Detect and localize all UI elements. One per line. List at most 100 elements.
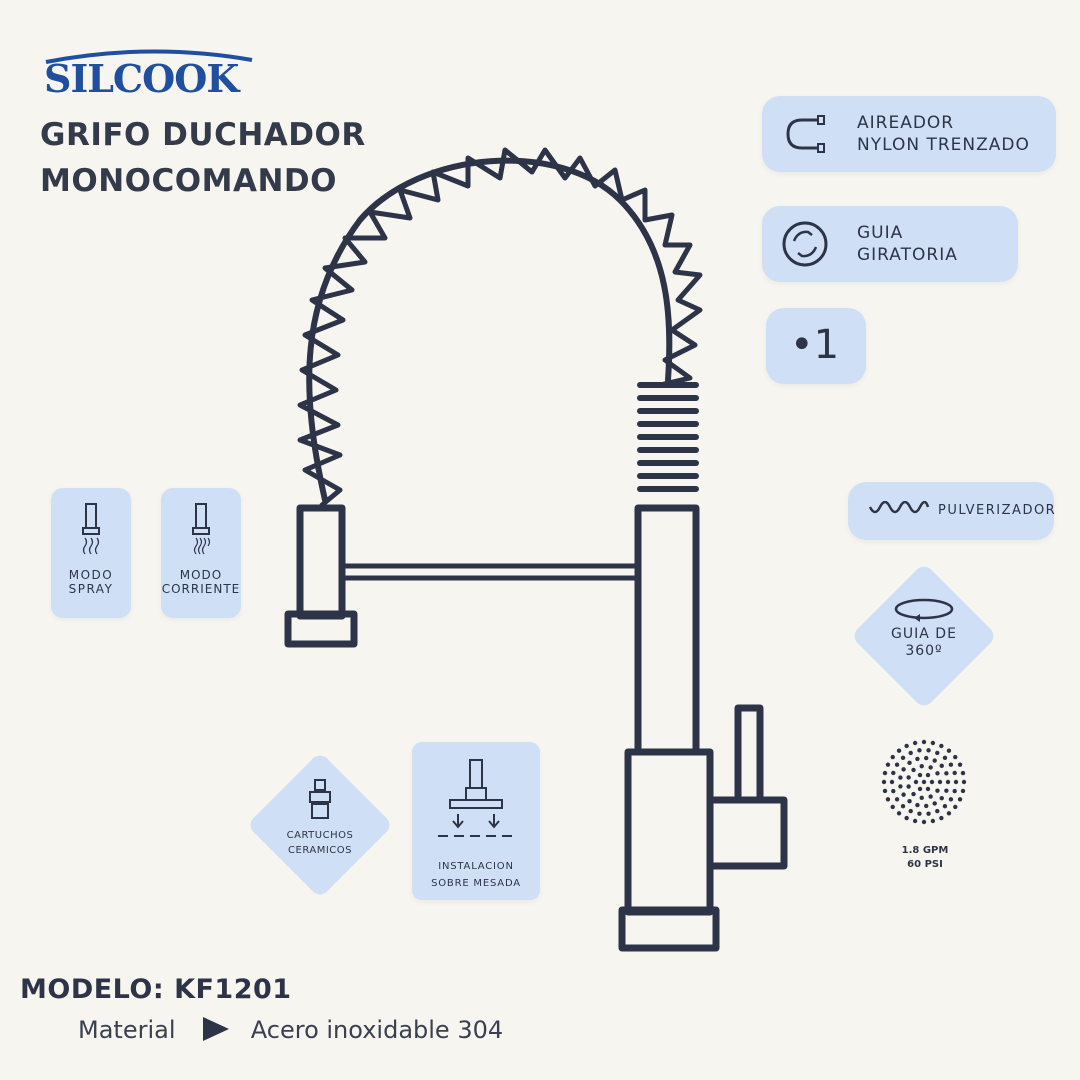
aerator-dot xyxy=(907,798,912,804)
feature-modo-corriente: MODO CORRIENTE xyxy=(161,488,241,618)
flow-spec: 1.8 GPM 60 PSI xyxy=(870,844,980,872)
aerator-dot xyxy=(906,784,911,789)
spray-line-1: MODO xyxy=(68,568,114,582)
aerator-dot xyxy=(919,763,924,769)
aerator-dot xyxy=(942,803,948,809)
aerator-dot xyxy=(919,795,924,801)
aerator-dot xyxy=(924,755,929,761)
feature-count: •1 xyxy=(766,308,866,384)
aerator-dot xyxy=(885,762,891,767)
aerator-dot xyxy=(921,819,927,825)
grip-rings xyxy=(637,382,699,492)
aerator-dot xyxy=(900,803,906,809)
aerator-dot xyxy=(904,815,909,821)
aerator-dot xyxy=(908,750,913,756)
aerator-dot xyxy=(944,771,949,776)
play-arrow-icon xyxy=(203,1017,230,1041)
logo-swoosh xyxy=(45,49,253,64)
aerator-dot xyxy=(939,815,944,821)
aerator-dot xyxy=(906,775,911,780)
rotate-icon xyxy=(782,221,828,267)
aerator-dot xyxy=(953,779,959,785)
aerator-dot xyxy=(957,797,963,802)
aireador-line-2: NYLON TRENZADO xyxy=(857,135,1030,155)
aerator-dot xyxy=(898,775,903,780)
page-title: GRIFO DUCHADOR MONOCOMANDO xyxy=(40,112,366,204)
aerator-dot xyxy=(891,770,896,776)
corriente-line-2: CORRIENTE xyxy=(161,582,241,596)
aerator-dot xyxy=(915,756,920,762)
aerator-dot xyxy=(960,788,966,794)
aerator-dot xyxy=(926,748,931,753)
feature-cartuchos: CARTUCHOS CERAMICOS xyxy=(260,778,380,858)
aerator-dot xyxy=(929,779,935,785)
feature-modo-spray: MODO SPRAY xyxy=(51,488,131,618)
aerator-dot xyxy=(935,750,940,756)
aerator-dot xyxy=(942,755,948,761)
lever-housing xyxy=(706,796,788,870)
aerator-dot xyxy=(917,786,923,792)
flow-line-2: 60 PSI xyxy=(907,859,943,870)
title-line-1: GRIFO DUCHADOR xyxy=(40,117,366,153)
aerator-dot xyxy=(881,779,887,785)
aerator-dot xyxy=(882,788,888,794)
aerator-dot xyxy=(935,808,940,814)
material-label: Material xyxy=(78,1016,176,1044)
model-label: MODELO: KF1201 xyxy=(20,974,292,1005)
material-row: Material Acero inoxidable 304 xyxy=(78,1016,503,1052)
aerator-dot xyxy=(912,740,918,746)
aerator-dot xyxy=(961,779,967,785)
aerator-dot xyxy=(891,788,896,794)
aerator-dot xyxy=(917,811,922,816)
aerator-dot xyxy=(952,770,957,776)
aerator-dot xyxy=(890,804,895,810)
aerator-dot xyxy=(930,818,936,824)
aerator-dot xyxy=(937,779,943,785)
aerator-dot xyxy=(924,803,929,809)
aerator-dot xyxy=(901,792,906,797)
aerator-dot xyxy=(911,767,916,773)
aerator-dot xyxy=(911,791,916,797)
aerator-dot xyxy=(946,748,952,753)
feature-aireador: AIREADOR NYLON TRENZADO xyxy=(762,96,1056,172)
aerator-dot xyxy=(944,788,949,793)
aerator-dot xyxy=(939,763,944,769)
aerator-dot xyxy=(935,771,940,776)
aerator-dot xyxy=(894,797,900,802)
aerator-dot xyxy=(912,818,918,824)
aerator-dot xyxy=(907,760,912,766)
stream-nozzle-icon xyxy=(192,503,211,555)
aerator-dot xyxy=(935,788,940,793)
aerator-dot xyxy=(885,797,891,802)
countertop-install-icon xyxy=(438,759,512,837)
faucet-base xyxy=(618,906,720,952)
aerator-dot xyxy=(948,797,954,802)
lever xyxy=(734,704,764,804)
aerator-dot xyxy=(904,743,909,749)
aerator-dot xyxy=(932,801,937,806)
aerator-dot xyxy=(921,739,927,745)
aerator-dot xyxy=(925,772,931,778)
aerator-dot xyxy=(890,754,895,760)
feature-pulverizador: PULVERIZADOR xyxy=(848,482,1055,540)
aerator-dot xyxy=(926,811,931,816)
cartuchos-line-1: CARTUCHOS xyxy=(286,830,354,841)
aerator-dot xyxy=(896,811,902,816)
aerator-dot xyxy=(930,740,936,746)
material-value: Acero inoxidable 304 xyxy=(250,1016,504,1044)
feature-guia-360: GUIA DE 360º xyxy=(860,590,988,680)
feature-guia-giratoria: GUIA GIRATORIA xyxy=(762,206,1018,282)
aerator-dot xyxy=(928,794,933,799)
title-line-2: MONOCOMANDO xyxy=(40,163,337,199)
aerator-dot xyxy=(889,779,895,785)
spring-spine xyxy=(306,157,673,503)
aerator-dot xyxy=(946,811,952,816)
logo-text: SILCOOK xyxy=(44,56,239,101)
aerator-dot xyxy=(953,754,958,760)
instalacion-line-1: INSTALACION xyxy=(438,861,514,872)
aerator-dot xyxy=(900,755,906,761)
aerator-dot xyxy=(896,748,902,753)
aerator-dot xyxy=(939,795,944,801)
aerator-dot xyxy=(957,762,963,767)
